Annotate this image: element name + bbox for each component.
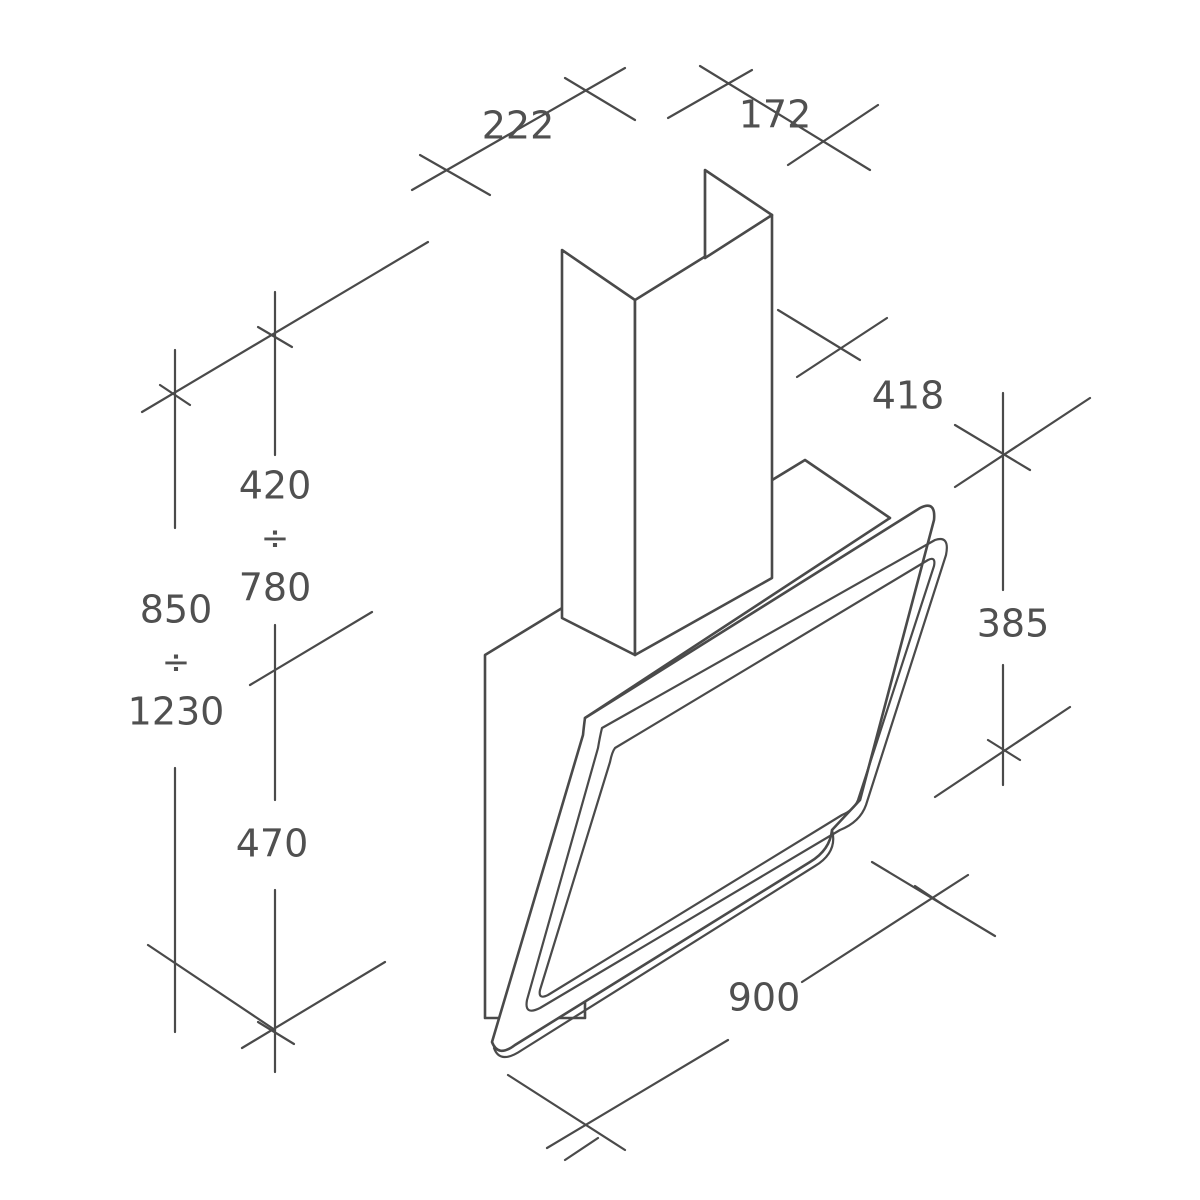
glass-panel-inner (525, 537, 948, 1012)
dim-418-label: 418 (872, 374, 945, 418)
dim-850-label: 850 (140, 588, 213, 632)
dim-222-label: 222 (482, 104, 555, 148)
dim-172-label: 172 (739, 93, 812, 137)
dim-850-1230-separator: ÷ (162, 643, 191, 683)
glass-panel-innermost (538, 557, 936, 998)
dim-900-label: 900 (728, 976, 801, 1020)
chimney-front-face (633, 213, 774, 657)
dimension-labels: 222 172 418 420 ÷ 780 850 ÷ 1230 470 385… (128, 93, 1050, 1020)
dim-1230-label: 1230 (128, 690, 225, 734)
dim-780-label: 780 (239, 566, 312, 610)
chimney (560, 168, 774, 657)
dimension-lines (140, 64, 1092, 1162)
hood-bottom-lip (492, 828, 835, 1059)
glass-panel-outer (490, 504, 936, 1053)
chimney-left-face (560, 248, 637, 657)
dim-385-label: 385 (977, 602, 1050, 646)
dim-470-label: 470 (236, 822, 309, 866)
dim-420-780-separator: ÷ (261, 519, 290, 559)
dim-420-label: 420 (239, 464, 312, 508)
